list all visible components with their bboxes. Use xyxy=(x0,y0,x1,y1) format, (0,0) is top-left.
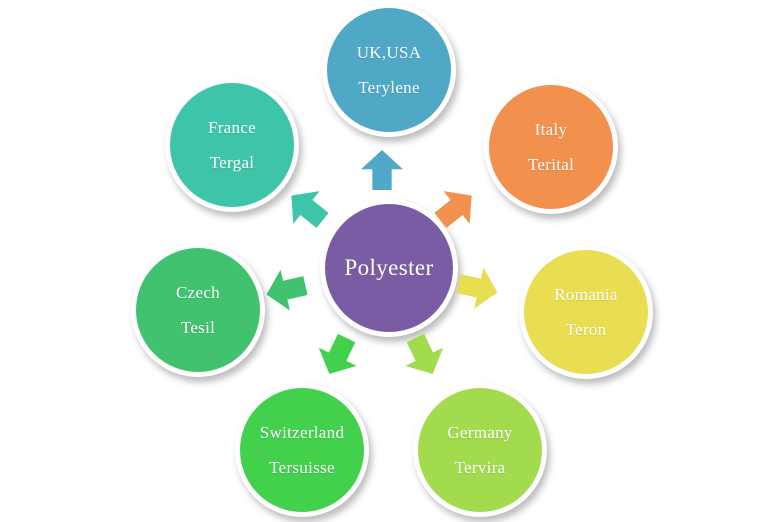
node-trade-name-label: Tervira xyxy=(454,457,506,477)
node-country-label: Switzerland xyxy=(259,422,345,442)
node-france: France Tergal xyxy=(165,78,299,212)
node-italy: Italy Terital xyxy=(484,80,618,214)
node-country-label: UK,USA xyxy=(356,42,422,62)
node-trade-name-label: Teron xyxy=(565,319,607,339)
node-uk-usa: UK,USA Terylene xyxy=(322,3,456,137)
node-trade-name-label: Tesil xyxy=(180,317,216,337)
node-country-label: Italy xyxy=(534,119,568,139)
arrow-to-france xyxy=(278,179,335,237)
arrow-to-romania xyxy=(454,263,502,313)
node-country-label: Czech xyxy=(176,282,220,302)
arrow-to-czech xyxy=(262,265,310,315)
node-romania: Romania Teron xyxy=(519,245,653,379)
node-trade-name-label: Terylene xyxy=(358,77,420,97)
node-trade-name-label: Terital xyxy=(527,154,575,174)
center-node-label: Polyester xyxy=(344,255,434,280)
node-country-label: Romania xyxy=(554,284,618,304)
node-switzerland: Switzerland Tersuisse xyxy=(235,383,369,517)
arrow-to-germany xyxy=(396,329,451,383)
node-trade-name-label: Tersuisse xyxy=(269,457,335,477)
center-node-polyester: Polyester xyxy=(320,199,458,337)
node-trade-name-label: Tergal xyxy=(209,152,255,172)
arrow-to-switzerland xyxy=(310,329,365,383)
node-germany: Germany Tervira xyxy=(413,383,547,517)
node-country-label: France xyxy=(207,117,257,137)
arrow-to-uk-usa xyxy=(361,150,403,190)
node-czech: Czech Tesil xyxy=(131,243,265,377)
node-country-label: Germany xyxy=(447,422,513,442)
